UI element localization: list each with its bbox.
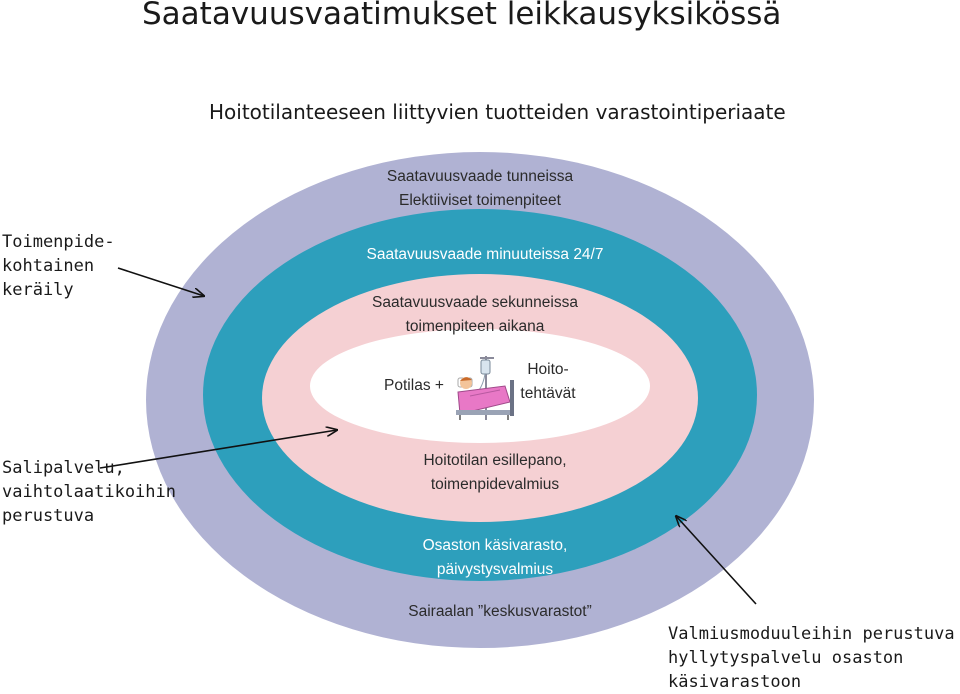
center-left-label: Potilas + [384,377,444,394]
callout-left-bottom-line-2: vaihtolaatikoihin [2,482,176,502]
inner-ring-bottom-line-1: Hoitotilan esillepano, [423,452,567,469]
page-subtitle: Hoitotilanteeseen liittyvien tuotteiden … [209,100,786,124]
callout-left-top-line-1: Toimenpide- [2,232,115,252]
outer-ring-top-line-1: Saatavuusvaade tunneissa [386,168,574,185]
patient-in-bed-icon [456,356,514,420]
callout-right-bottom-line-1: Valmiusmoduuleihin perustuva [668,624,955,644]
outer-ring-top-label: Saatavuusvaade tunneissa Elektiiviset to… [380,165,580,213]
middle-ring-bottom-label: Osaston käsivarasto, päivystysvalmius [380,534,610,582]
callout-left-top: Toimenpide- kohtainen keräily [2,230,115,302]
arrow-valmiusmoduuli [676,516,757,605]
callout-right-bottom: Valmiusmoduuleihin perustuva hyllytyspal… [668,622,955,694]
inner-ring-top-line-2: toimenpiteen aikana [405,318,545,335]
inner-ring-bottom-label: Hoitotilan esillepano, toimenpidevalmius [380,449,610,497]
callout-left-bottom: Salipalvelu, vaihtolaatikoihin perustuva [2,456,176,528]
outer-ring-top-line-2: Elektiiviset toimenpiteet [399,192,561,209]
callout-left-bottom-line-3: perustuva [2,506,95,526]
center-right-line-1: Hoito- [527,361,569,378]
arrow-salipalvelu [99,430,337,469]
inner-ring-top-label: Saatavuusvaade sekunneissa toimenpiteen … [360,291,590,339]
callout-left-top-line-2: kohtainen [2,256,95,276]
arrow-toimenpidekohtainen [117,267,204,296]
center-circle [310,329,650,443]
middle-ring-bottom-line-1: Osaston käsivarasto, [422,537,568,554]
center-right-label: Hoito- tehtävät [508,358,588,406]
inner-ring-bottom-line-2: toimenpidevalmius [430,476,560,493]
callout-left-bottom-line-1: Salipalvelu, [2,458,125,478]
callout-right-bottom-line-2: hyllytyspalvelu osaston [668,648,904,668]
inner-ring-top-line-1: Saatavuusvaade sekunneissa [372,294,578,311]
middle-ring-top-label: Saatavuusvaade minuuteissa 24/7 [366,246,604,263]
callout-right-bottom-line-3: käsivarastoon [668,672,802,692]
page-title: Saatavuusvaatimukset leikkausyksikössä [142,0,782,32]
middle-ring-bottom-line-2: päivystysvalmius [436,561,554,578]
callout-left-top-line-3: keräily [2,280,74,300]
center-right-line-2: tehtävät [520,385,576,402]
outer-ring-bottom-label: Sairaalan ”keskusvarastot” [408,603,592,620]
